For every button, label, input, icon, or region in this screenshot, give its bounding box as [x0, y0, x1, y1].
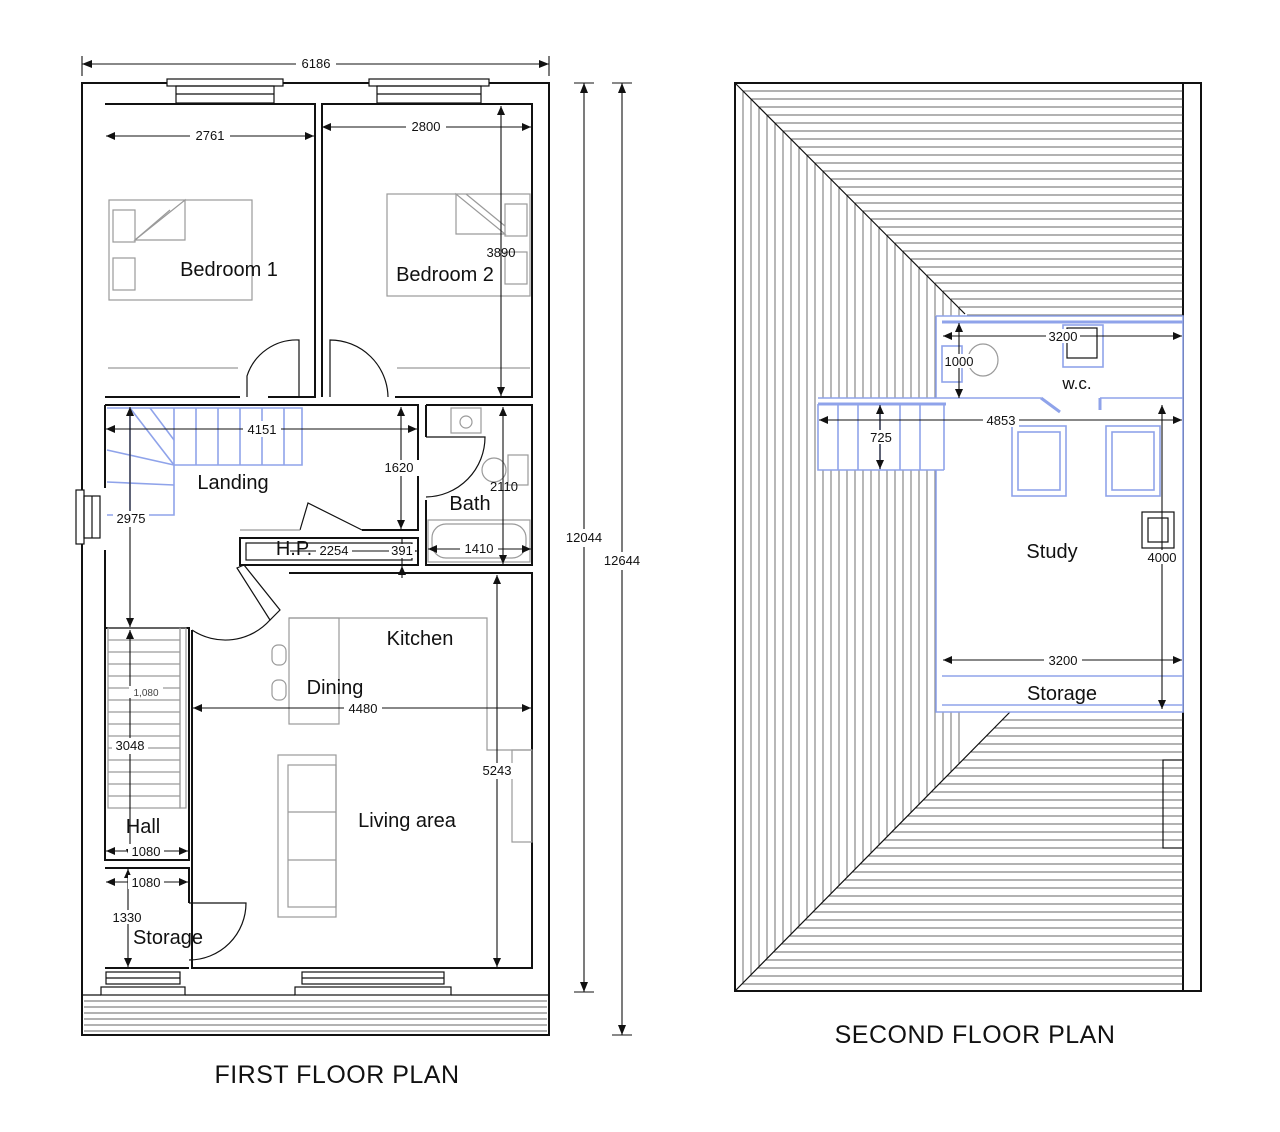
- dim-overall-width: 6186: [302, 56, 331, 71]
- second-floor-plan: 3200 1000 4853 725 4000 3200 w.c. Study …: [734, 82, 1202, 1049]
- dim-wc-width: 3200: [1049, 329, 1078, 344]
- first-floor-room-labels: Bedroom 1 Bedroom 2 Landing Bath H.P. Ki…: [126, 259, 494, 949]
- label-landing: Landing: [197, 472, 268, 494]
- label-hall: Hall: [126, 816, 160, 838]
- first-floor-outer-wall: [81, 82, 550, 1036]
- label-study: Study: [1026, 541, 1077, 563]
- bedroom1: [105, 103, 316, 398]
- storage-first: [105, 867, 247, 969]
- dim-stair-width: 1,080: [133, 688, 158, 699]
- window-bedroom1: [166, 78, 284, 105]
- label-second-storage: Storage: [1027, 683, 1097, 705]
- landing: [104, 404, 419, 628]
- window-landing-side: [75, 489, 104, 545]
- bedroom2: [321, 103, 533, 398]
- dim-hp-depth: 391: [391, 543, 413, 558]
- dim-wc-depth: 1000: [945, 354, 974, 369]
- second-floor-outer-wall: [734, 82, 1202, 992]
- dim-storage-width: 1080: [132, 875, 161, 890]
- dim-study-depth: 4000: [1148, 550, 1177, 565]
- label-bedroom1: Bedroom 1: [180, 259, 278, 281]
- dim-second-stair-depth: 725: [870, 430, 892, 445]
- dim-second-storage-width: 3200: [1049, 653, 1078, 668]
- roof-hatch-top: [742, 90, 1183, 983]
- first-floor-dimension-labels: 6186 2761 2800 3890 4151 1620 2110 2975 …: [110, 56, 642, 925]
- dim-bath-width: 1410: [465, 541, 494, 556]
- label-kitchen: Kitchen: [387, 628, 454, 650]
- label-living: Living area: [358, 810, 457, 832]
- hall-stairs: [107, 627, 187, 809]
- first-floor-title: FIRST FLOOR PLAN: [214, 1061, 459, 1089]
- window-storage: [100, 968, 186, 996]
- second-floor-dimension-labels: 3200 1000 4853 725 4000 3200: [868, 329, 1179, 668]
- dim-landing-depth: 1620: [385, 460, 414, 475]
- window-bedroom2: [368, 78, 490, 105]
- kitchen-living: [191, 564, 533, 969]
- dim-living-depth: 5243: [483, 763, 512, 778]
- label-bedroom2: Bedroom 2: [396, 264, 494, 286]
- terrace-hatch: [84, 1000, 547, 1032]
- roof-hatch-bottom: [741, 719, 1183, 985]
- dim-bedroom1-width: 2761: [196, 128, 225, 143]
- dim-living-width: 4480: [349, 701, 378, 716]
- label-dining: Dining: [307, 677, 364, 699]
- dim-hall-depth: 3048: [116, 738, 145, 753]
- dim-bath-depth: 2110: [490, 479, 518, 494]
- dim-hall-width: 1080: [132, 844, 161, 859]
- label-bath: Bath: [449, 493, 490, 515]
- label-wc: w.c.: [1061, 374, 1091, 393]
- dim-outer-length: 12644: [604, 553, 640, 568]
- label-hp: H.P.: [276, 538, 312, 560]
- second-floor-room-labels: w.c. Study Storage: [1026, 374, 1097, 705]
- label-storage: Storage: [133, 927, 203, 949]
- dim-hp-width: 2254: [320, 543, 349, 558]
- dim-stair-depth: 2975: [117, 511, 146, 526]
- window-living: [294, 968, 452, 996]
- dim-landing-width: 4151: [248, 422, 277, 437]
- dim-bedroom2-depth: 3890: [487, 245, 516, 260]
- dim-bedroom2-width: 2800: [412, 119, 441, 134]
- dim-study-width: 4853: [987, 413, 1016, 428]
- dim-storage-depth: 1330: [113, 910, 142, 925]
- first-floor-plan: 6186 2761 2800 3890 4151 1620 2110 2975 …: [75, 56, 642, 1089]
- bath: [425, 404, 533, 566]
- second-floor-title: SECOND FLOOR PLAN: [835, 1021, 1116, 1049]
- dim-inner-length: 12044: [566, 530, 602, 545]
